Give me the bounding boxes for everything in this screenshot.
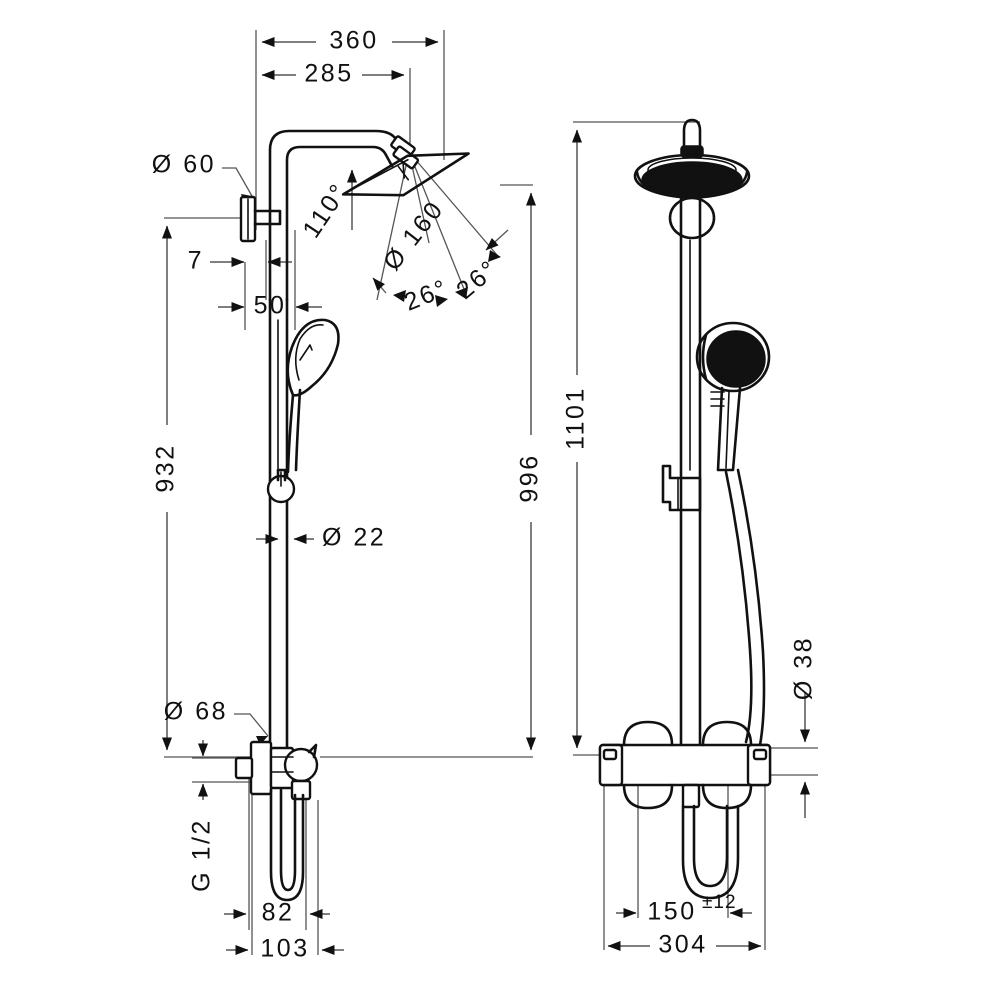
dimension-dia-38-label: Ø 38 <box>790 636 818 700</box>
dimension-360: 360 <box>261 27 439 55</box>
dimension-26-deg-left-label: 26° <box>400 274 453 317</box>
dimension-26-deg-left: 26° <box>393 274 453 317</box>
dimension-dia-22-label: Ø 22 <box>322 524 386 552</box>
dimension-1101-label: 1101 <box>562 386 590 450</box>
dimension-285: 285 <box>261 60 405 88</box>
wall-bracket <box>239 195 282 243</box>
dimension-150-tolerance-label: ±12 <box>702 892 737 913</box>
right-view-extension-lines <box>573 121 818 950</box>
dimension-103: 103 <box>226 935 344 963</box>
dimension-110-deg-label: 110° <box>297 178 354 243</box>
dimension-360-label: 360 <box>329 27 378 55</box>
dimension-26-deg-right: 26° <box>451 250 504 305</box>
left-view-side-elevation: 360 285 Ø 60 7 <box>152 27 544 963</box>
dimension-dia-22: Ø 22 <box>256 524 386 552</box>
dimension-285-label: 285 <box>304 60 353 88</box>
dimension-150-label: 150 <box>647 898 696 926</box>
dimension-82: 82 <box>224 899 330 927</box>
shower-hose <box>269 788 305 902</box>
dimension-dia-68-label: Ø 68 <box>164 698 228 726</box>
dimension-82-label: 82 <box>262 899 295 927</box>
riser-rail <box>679 194 702 750</box>
thermostat-valve-body <box>234 740 319 801</box>
dimension-304: 304 <box>607 931 762 959</box>
shower-arm <box>680 118 704 158</box>
shower-hose-loop <box>681 804 740 900</box>
left-view-extension-lines <box>164 30 533 955</box>
riser-ring-bracket <box>668 196 716 240</box>
overhead-shower-head <box>633 153 751 199</box>
shower-hose <box>724 468 766 747</box>
dimension-1101: 1101 <box>562 129 590 749</box>
dimension-26-deg-right-label: 26° <box>451 254 504 305</box>
dimension-110-deg: 110° <box>297 169 357 243</box>
riser-rail <box>268 298 289 762</box>
dimension-dia-68: Ø 68 <box>164 698 269 745</box>
shower-arm <box>268 129 420 302</box>
hand-shower-holder <box>266 468 296 504</box>
dimension-7: 7 <box>188 247 292 275</box>
dimension-7-label: 7 <box>188 247 204 275</box>
dimension-932: 932 <box>152 225 180 751</box>
dimension-932-label: 932 <box>152 443 180 492</box>
dimension-103-label: 103 <box>260 935 309 963</box>
dimension-150: 150 ±12 <box>616 892 752 926</box>
dimension-dia-38: Ø 38 <box>790 636 818 818</box>
dimension-dia-60: Ø 60 <box>152 151 253 203</box>
overhead-shower-head <box>341 152 470 197</box>
dimension-g12: G 1/2 <box>188 740 216 892</box>
hand-shower <box>286 318 340 474</box>
hand-shower-holder <box>661 464 702 512</box>
dimension-996-label: 996 <box>516 453 544 502</box>
dimension-dia-160-label: Ø 160 <box>378 195 450 276</box>
dimension-dia-60-label: Ø 60 <box>152 151 216 179</box>
hand-shower <box>695 321 771 472</box>
dimension-304-label: 304 <box>658 931 707 959</box>
right-view-front-elevation: 1101 Ø 38 150 ±12 304 <box>562 118 818 959</box>
dimension-996: 996 <box>516 192 544 751</box>
dimension-g12-label: G 1/2 <box>188 818 216 892</box>
thermostat-valve-body <box>598 720 772 810</box>
